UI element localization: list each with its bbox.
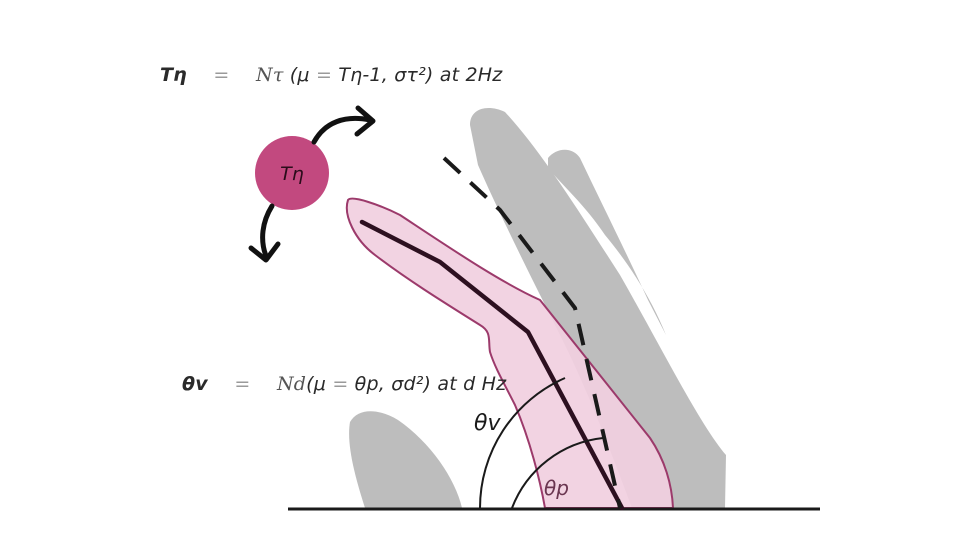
tempo-eq-rate: at 2Hz xyxy=(433,64,503,86)
theta-v-label: θv xyxy=(474,411,501,436)
theta-v-arc xyxy=(479,377,566,509)
angle-eq-mu-equals: = xyxy=(332,373,349,395)
angle-eq-dist: Nd xyxy=(276,373,307,395)
tempo-node-circle xyxy=(255,136,329,210)
tempo-eq-dist: Nτ xyxy=(256,64,284,86)
tempo-eq-mean: Tη-1, στ²) xyxy=(332,64,434,86)
pink-finger-shape xyxy=(345,197,675,509)
angle-eq-equals: = xyxy=(234,373,251,395)
tempo-eq-args-open: (μ xyxy=(283,64,316,86)
angle-eq-mean: θp, σd²) xyxy=(348,373,432,395)
angle-eq-rate: at d Hz xyxy=(431,373,507,395)
target-finger-dashed-line xyxy=(442,156,622,509)
angle-eq-lhs: θv xyxy=(182,373,208,395)
tempo-eq-lhs: Tη xyxy=(160,64,187,86)
angle-equation: θv = Nd(μ = θp, σd²) at d Hz xyxy=(182,373,506,395)
top-arrow-head-icon xyxy=(354,105,376,137)
gray-hand-shape xyxy=(470,108,726,508)
gray-thumb-shape xyxy=(349,411,462,508)
theta-p-arc xyxy=(511,437,604,509)
bottom-arrow-head-icon xyxy=(248,241,281,263)
theta-p-label: θp xyxy=(544,476,569,500)
angle-eq-args-open: (μ xyxy=(306,373,333,395)
top-curved-arrow xyxy=(311,115,373,145)
tempo-equation: Tη = Nτ (μ = Tη-1, στ²) at 2Hz xyxy=(160,64,502,86)
bottom-curved-arrow xyxy=(260,203,275,259)
tempo-node-label: Tη xyxy=(280,163,304,185)
gray-finger-shape xyxy=(548,149,666,335)
tempo-eq-equals: = xyxy=(213,64,230,86)
finger-skeleton-line xyxy=(359,219,625,511)
tempo-eq-mu-equals: = xyxy=(315,64,333,86)
